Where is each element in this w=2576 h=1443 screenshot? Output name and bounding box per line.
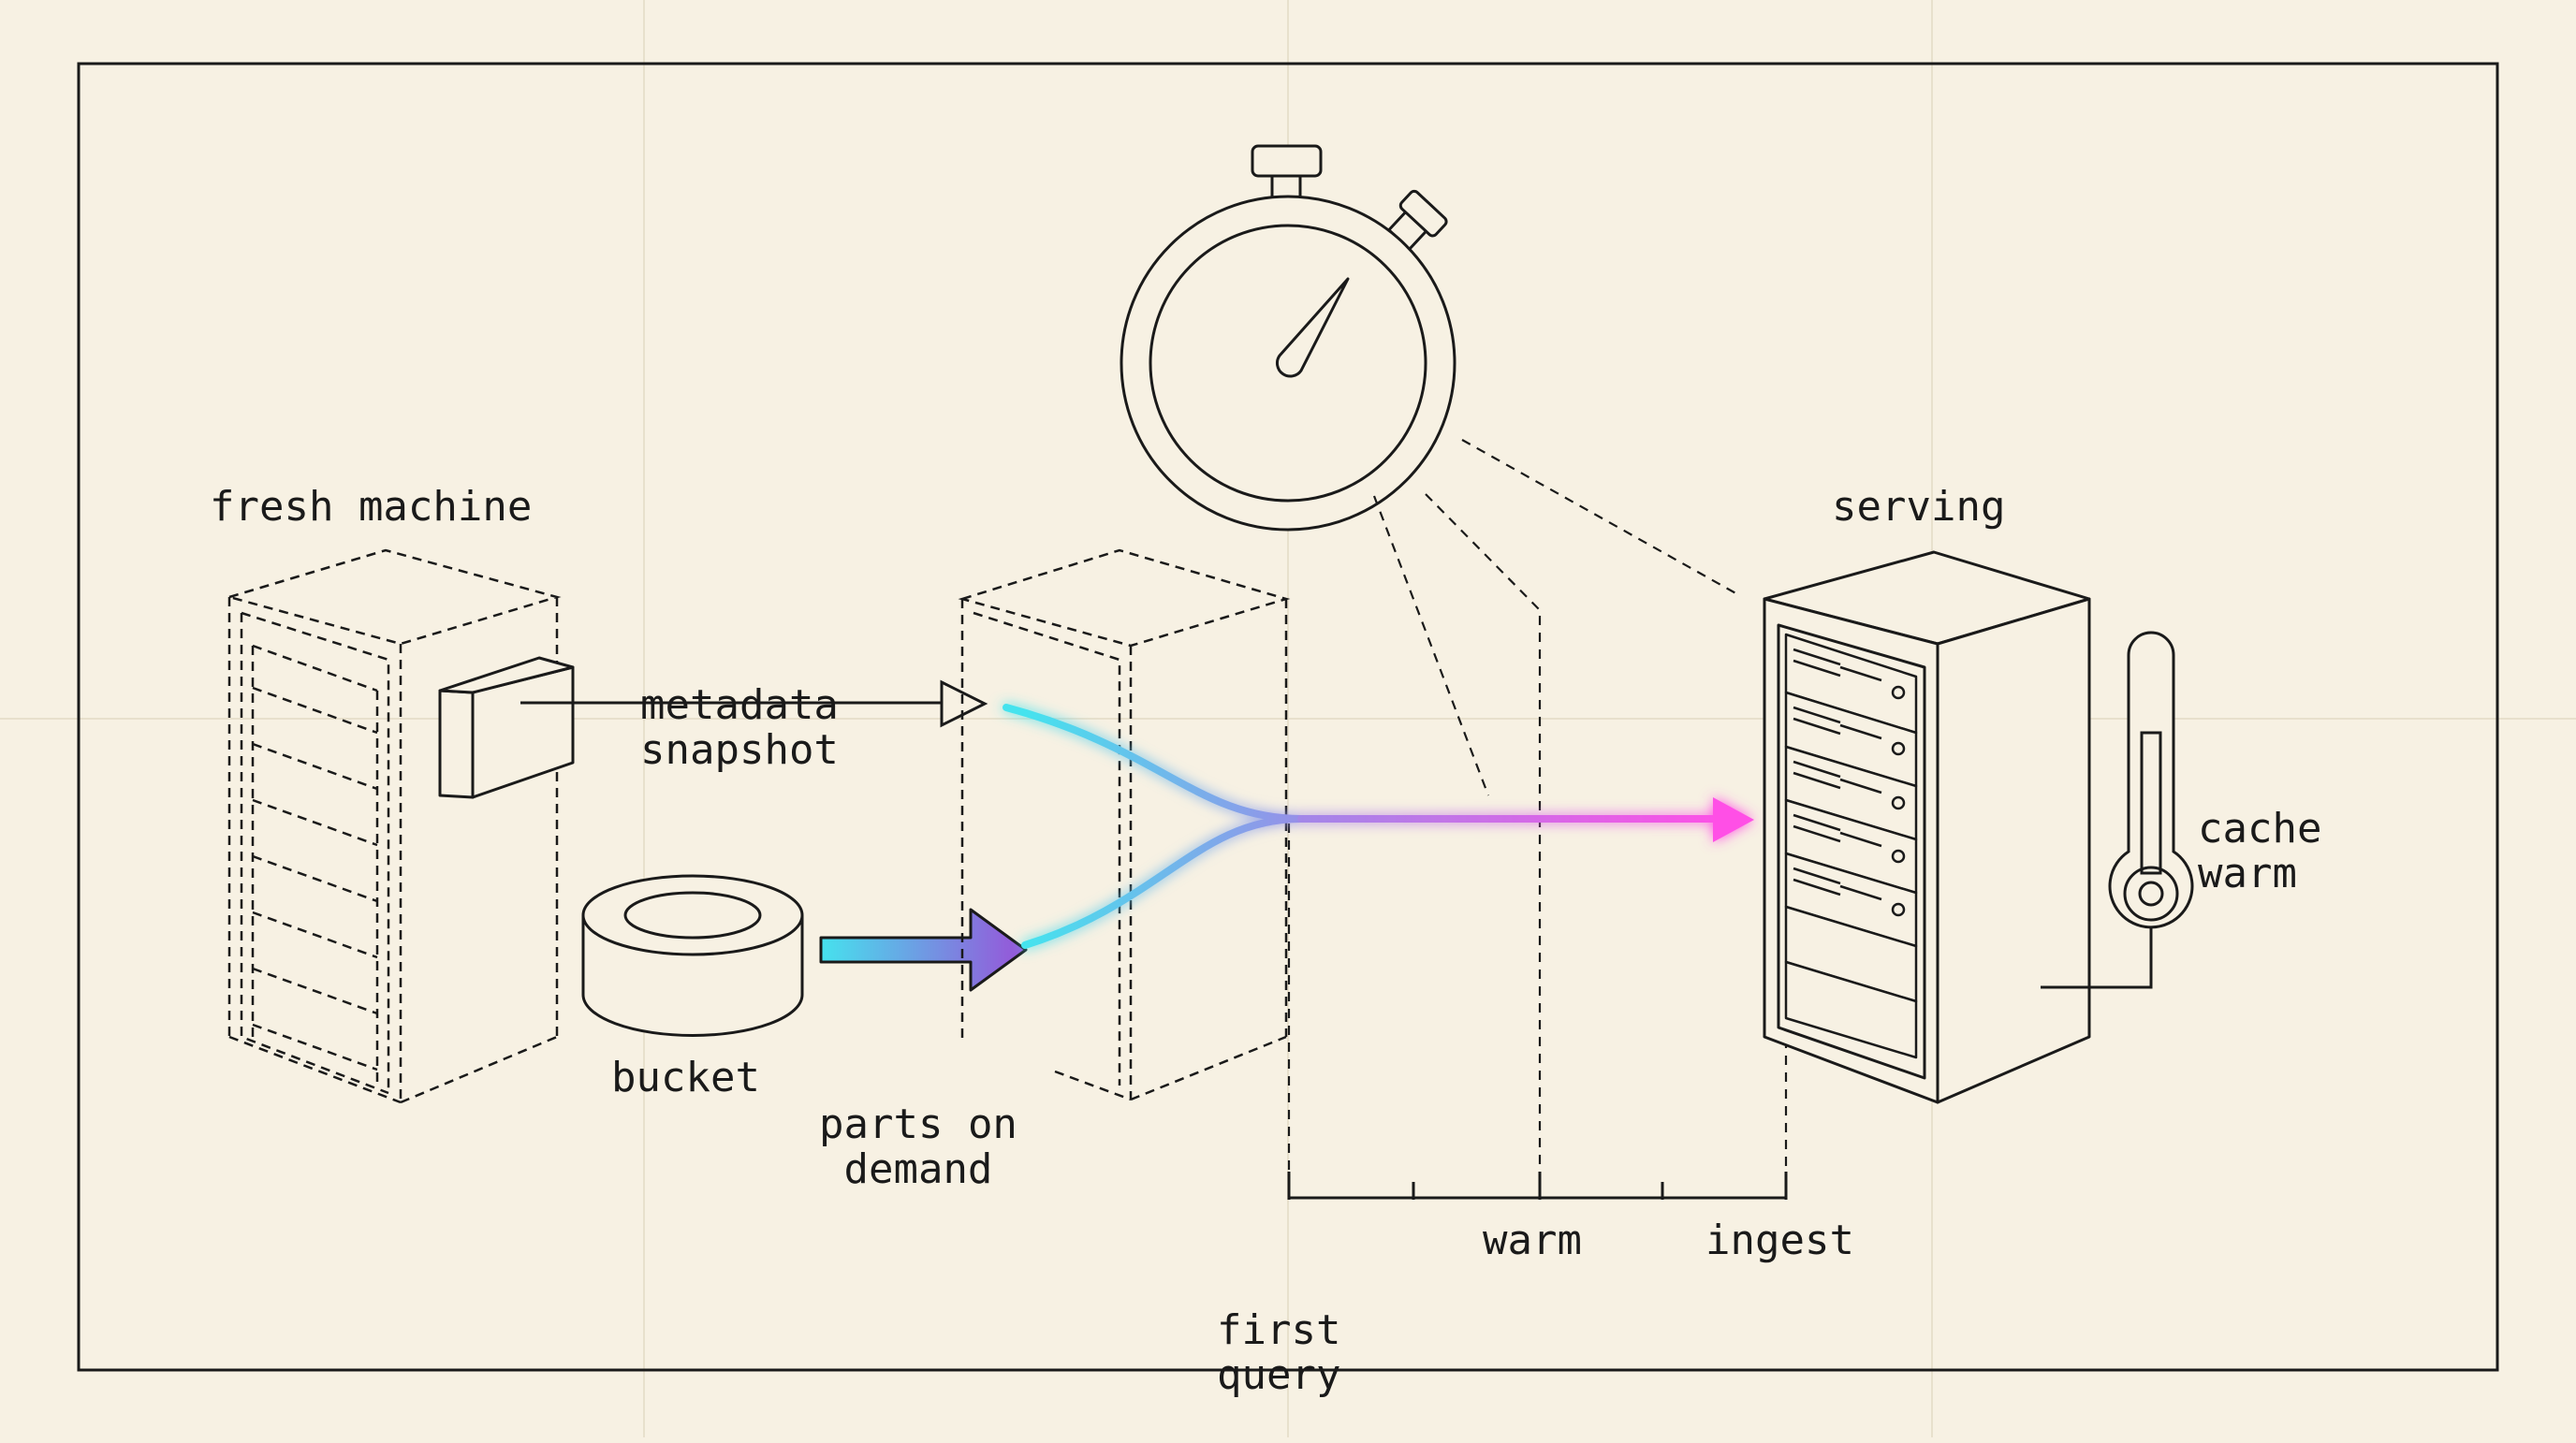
timeline-label-warm: warm bbox=[1483, 1217, 1582, 1264]
bucket-icon bbox=[581, 874, 804, 1037]
fresh-machine-rack bbox=[225, 548, 562, 1104]
parts-on-demand-arrow bbox=[819, 908, 1028, 992]
stopwatch-icon bbox=[1120, 144, 1456, 532]
metadata-snapshot-box bbox=[438, 656, 575, 799]
timeline-ruler bbox=[1287, 1172, 1788, 1200]
timeline-dashed-guides bbox=[1287, 439, 1788, 1193]
middle-dashed-node bbox=[958, 548, 1291, 1101]
thermometer-icon bbox=[2041, 631, 2194, 989]
serving-label: serving bbox=[1832, 483, 2006, 531]
fresh-machine-label: fresh machine bbox=[210, 483, 533, 531]
timeline-label-ingest: ingest bbox=[1705, 1217, 1854, 1264]
serving-server bbox=[1763, 550, 2091, 1104]
bucket-label: bucket bbox=[611, 1054, 760, 1101]
diagram-frame bbox=[77, 62, 2499, 1372]
data-flow-merge bbox=[1003, 704, 1754, 949]
